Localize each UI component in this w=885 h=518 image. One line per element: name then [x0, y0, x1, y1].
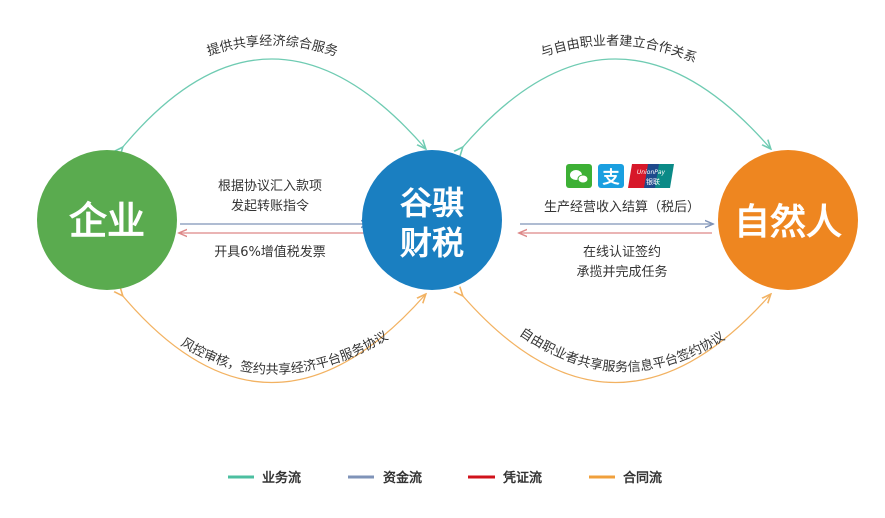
- flow-left-top-1: 根据协议汇入款项: [218, 179, 322, 194]
- svg-text:合同流: 合同流: [623, 470, 662, 486]
- arc-label-bottom-left: 风控审核，签约共享经济平台服务协议: [178, 329, 391, 378]
- svg-text:财税: 财税: [400, 224, 464, 262]
- legend-contract-flow: 合同流: [589, 470, 662, 486]
- svg-text:银联: 银联: [646, 177, 660, 186]
- arc-bottom-left: [122, 295, 425, 383]
- flow-left-top-2: 发起转账指令: [231, 198, 309, 214]
- svg-text:风控审核，签约共享经济平台服务协议: 风控审核，签约共享经济平台服务协议: [178, 329, 391, 378]
- legend-capital-flow: 资金流: [348, 470, 422, 486]
- unionpay-icon: UnionPay 银联: [628, 164, 674, 188]
- alipay-icon: 支: [598, 164, 624, 188]
- arc-label-top-right: 与自由职业者建立合作关系: [539, 34, 699, 67]
- arc-top-right: [462, 58, 770, 148]
- flow-right-bottom-2: 承揽并完成任务: [576, 264, 667, 280]
- arc-label-bottom-right: 自由职业者共享服务信息平台签约协议: [517, 325, 728, 375]
- svg-text:自然人: 自然人: [734, 201, 842, 243]
- svg-text:资金流: 资金流: [383, 470, 422, 486]
- arc-bottom-right: [462, 295, 770, 383]
- legend-business-flow: 业务流: [228, 470, 301, 486]
- arc-label-top-left: 提供共享经济综合服务: [205, 33, 340, 60]
- arc-top-left: [122, 58, 425, 148]
- svg-text:业务流: 业务流: [262, 470, 301, 486]
- svg-text:提供共享经济综合服务: 提供共享经济综合服务: [205, 33, 340, 60]
- svg-text:企业: 企业: [69, 199, 145, 243]
- flow-right-top: 生产经营收入结算（税后）: [544, 200, 700, 215]
- svg-text:谷骐: 谷骐: [400, 184, 464, 222]
- svg-text:自由职业者共享服务信息平台签约协议: 自由职业者共享服务信息平台签约协议: [517, 325, 728, 375]
- flow-right-bottom-1: 在线认证签约: [583, 244, 661, 260]
- wechat-pay-icon: [566, 164, 592, 188]
- svg-text:凭证流: 凭证流: [502, 470, 542, 486]
- node-enterprise: 企业: [37, 150, 177, 290]
- node-platform: 谷骐 财税: [362, 150, 502, 290]
- svg-text:与自由职业者建立合作关系: 与自由职业者建立合作关系: [539, 34, 699, 67]
- node-individual: 自然人: [718, 150, 858, 290]
- svg-text:UnionPay: UnionPay: [637, 169, 666, 176]
- legend-voucher-flow: 凭证流: [468, 470, 542, 486]
- legend: 业务流 资金流 凭证流 合同流: [228, 470, 662, 486]
- svg-text:支: 支: [603, 167, 621, 188]
- flow-left-bottom: 开具6%增值税发票: [214, 244, 326, 260]
